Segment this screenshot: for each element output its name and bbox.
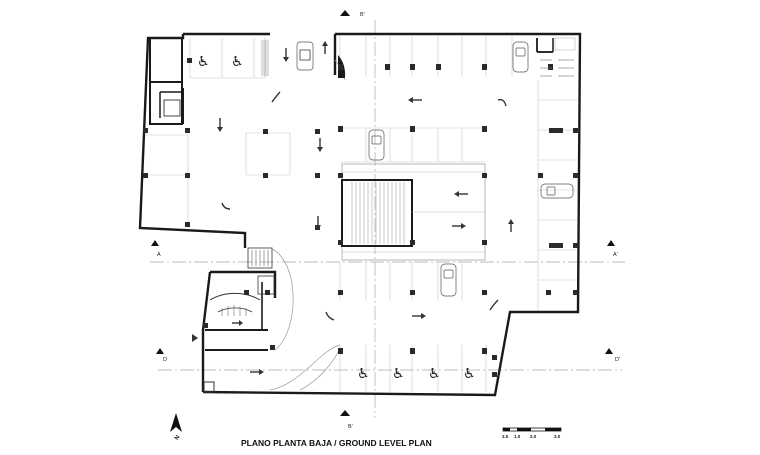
section-markers [151, 10, 615, 416]
stairs-hatch-top-left [261, 40, 269, 76]
utility-room-northeast [536, 37, 576, 53]
wheelchair-icon: ♿ [197, 54, 210, 70]
section-marker-right-lower [605, 348, 613, 354]
stair-core-top-left [149, 37, 184, 125]
central-ramp-core [341, 163, 486, 261]
arrow-left-icon [454, 191, 468, 197]
ramp-curves [269, 59, 346, 391]
scale-bar [502, 427, 562, 432]
traffic-arrows [192, 41, 514, 375]
parked-cars [296, 41, 574, 297]
spiral-stair-southwest [203, 275, 275, 393]
arrow-right-icon [412, 313, 426, 319]
arrow-left-icon [408, 97, 422, 103]
wheelchair-icon: ♿ [463, 366, 476, 382]
arrow-up-icon [322, 41, 328, 54]
section-label-bottom: B' [348, 424, 353, 430]
scale-tick-label: 3.0 [554, 434, 561, 439]
scale-tick-label: 3.5 [502, 434, 509, 439]
stairs-west [247, 247, 273, 269]
scale-tick-label: 1.0 [514, 434, 521, 439]
accessible-parking-symbols: ♿ ♿ ♿ ♿ ♿ ♿ [197, 54, 476, 382]
north-label: N [174, 434, 181, 441]
arrow-up-icon [508, 219, 514, 232]
arrow-down-icon [217, 118, 223, 132]
arrow-right-icon [232, 320, 243, 326]
section-axes [150, 20, 625, 418]
arrow-right-icon [192, 334, 198, 342]
section-marker-top [340, 10, 350, 16]
section-marker-left-lower [156, 348, 164, 354]
scale-tick-label: 2.0 [530, 434, 537, 439]
section-label-left-upper: A [157, 252, 161, 258]
section-label-left-lower: D [163, 357, 167, 363]
arrow-down-icon [283, 48, 289, 62]
parking-bay-lines [145, 36, 578, 392]
section-marker-bottom [340, 410, 350, 416]
north-arrow-icon [170, 413, 182, 432]
section-label-right-upper: A' [613, 252, 618, 258]
section-label-right-lower: D' [615, 357, 620, 363]
arrow-right-icon [452, 223, 466, 229]
wheelchair-icon: ♿ [357, 366, 370, 382]
section-label-top: B' [360, 12, 365, 18]
section-marker-left-upper [151, 240, 159, 246]
wheelchair-icon: ♿ [428, 366, 441, 382]
arrow-down-icon [315, 216, 321, 230]
section-marker-right-upper [607, 240, 615, 246]
columns [143, 58, 578, 377]
plan-title: PLANO PLANTA BAJA / GROUND LEVEL PLAN [241, 438, 432, 448]
wheelchair-icon: ♿ [231, 54, 244, 70]
arrow-right-icon [250, 369, 264, 375]
turn-arrow-icon [221, 91, 507, 321]
arrow-down-icon [317, 138, 323, 152]
motorcycle-spots [540, 59, 574, 77]
wheelchair-icon: ♿ [392, 366, 405, 382]
